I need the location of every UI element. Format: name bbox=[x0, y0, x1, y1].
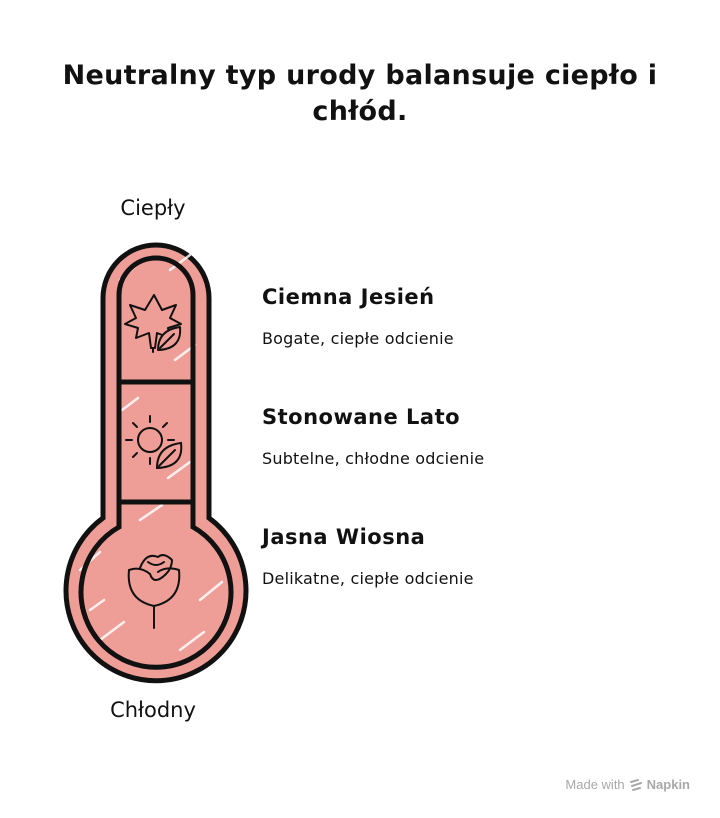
thermometer-inner-outline bbox=[78, 255, 234, 670]
entry-dark-autumn: Ciemna Jesień Bogate, ciepłe odcienie bbox=[262, 285, 682, 348]
credit-prefix: Made with bbox=[565, 777, 625, 792]
entry-light-spring: Jasna Wiosna Delikatne, ciepłe odcienie bbox=[262, 525, 682, 588]
scale-label-warm: Ciepły bbox=[120, 196, 186, 220]
sun-leaf-icon bbox=[125, 415, 183, 470]
scale-label-cool: Chłodny bbox=[110, 698, 196, 722]
thermometer-fill bbox=[63, 242, 249, 684]
entry-description: Delikatne, ciepłe odcienie bbox=[262, 569, 474, 588]
entry-soft-summer: Stonowane Lato Subtelne, chłodne odcieni… bbox=[262, 405, 682, 468]
made-with-credit[interactable]: Made with Napkin bbox=[565, 777, 690, 792]
entry-title: Ciemna Jesień bbox=[262, 285, 435, 309]
maple-leaf-icon bbox=[124, 294, 182, 353]
entry-description: Bogate, ciepłe odcienie bbox=[262, 329, 454, 348]
credit-brand: Napkin bbox=[646, 777, 690, 792]
entry-description: Subtelne, chłodne odcienie bbox=[262, 449, 485, 468]
entry-title: Jasna Wiosna bbox=[262, 525, 426, 549]
page-title: Neutralny typ urody balansuje ciepło i c… bbox=[62, 60, 658, 127]
napkin-logo-icon bbox=[629, 778, 642, 791]
entry-title: Stonowane Lato bbox=[262, 405, 461, 429]
rose-icon bbox=[127, 554, 181, 629]
